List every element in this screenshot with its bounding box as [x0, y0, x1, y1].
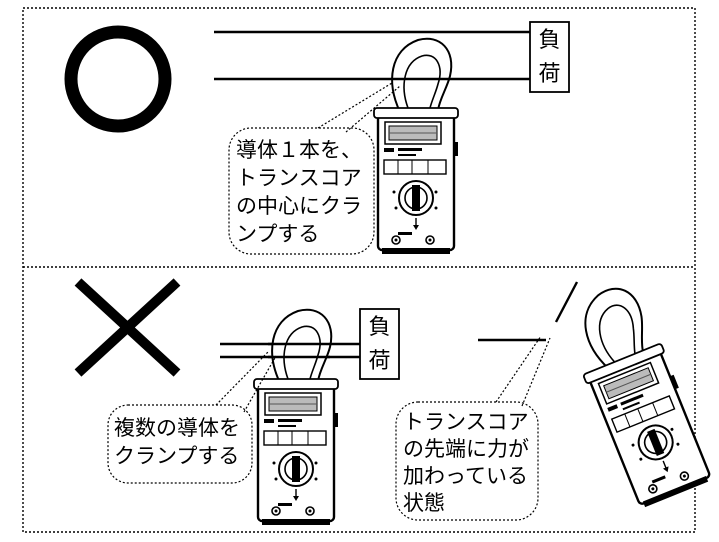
load-label-bad: 負 荷	[360, 313, 399, 379]
clamp-meter-tip-icon	[555, 277, 717, 512]
callout-line: クランプする	[114, 444, 240, 468]
callout-line: 加わっている	[403, 464, 528, 488]
callout-bubble-multi	[107, 404, 253, 484]
load-box	[529, 21, 570, 93]
callout-line: 状態	[403, 491, 445, 515]
callout-line: ンプする	[236, 222, 320, 246]
callout-bubble-good	[228, 127, 375, 255]
callout-line: 導体１本を、	[236, 138, 362, 162]
callout-line: トランスコア	[236, 166, 362, 190]
callout-bubble-tip	[395, 401, 539, 521]
callout-pointer	[243, 355, 277, 413]
correct-mark-icon	[64, 25, 172, 133]
callout-line: の先端に力が	[403, 437, 529, 461]
outer-frame	[22, 7, 696, 533]
callout-line: トランスコア	[403, 410, 529, 434]
conductor-at-tip	[554, 281, 579, 323]
load-label-char: 負	[368, 315, 391, 340]
clamp-meter-multi-icon	[252, 308, 340, 527]
good-panel	[64, 21, 570, 256]
callout-pointer	[521, 337, 551, 407]
callout-pointer	[317, 82, 393, 129]
wrong-mark-icon	[74, 278, 181, 377]
load-label-char: 荷	[538, 62, 561, 87]
clamp-meter-good-icon	[372, 37, 460, 256]
load-label-char: 負	[538, 28, 561, 53]
bad-panel	[74, 277, 717, 527]
load-label-char: 荷	[368, 349, 391, 374]
callout-pointer	[495, 335, 542, 403]
callout-line: の中心にクラ	[236, 194, 362, 218]
load-box	[359, 308, 400, 380]
callout-line: 複数の導体を	[114, 416, 240, 440]
load-label-good: 負 荷	[530, 26, 569, 92]
callout-pointer	[215, 351, 269, 406]
